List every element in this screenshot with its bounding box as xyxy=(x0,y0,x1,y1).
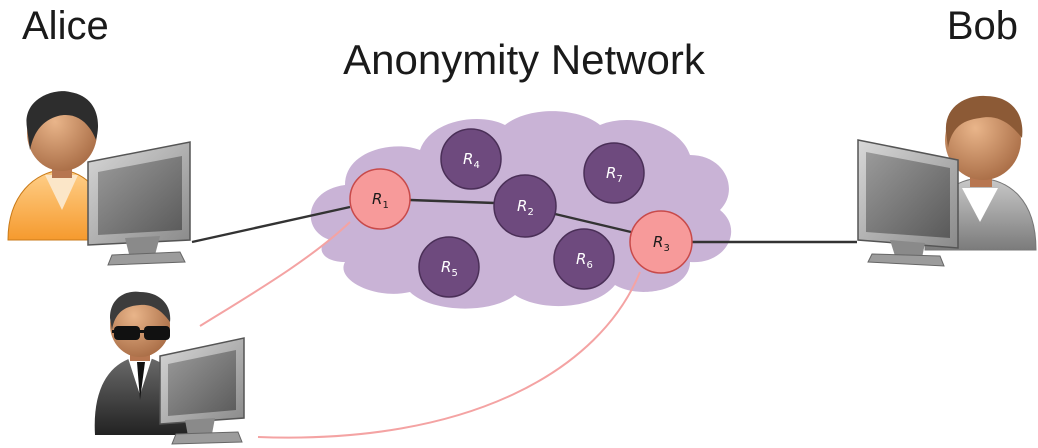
relay-label: R7 xyxy=(606,164,623,185)
relay-node-r1: R1 xyxy=(349,168,411,230)
relay-label: R3 xyxy=(653,233,670,254)
relay-node-r3: R3 xyxy=(629,210,693,274)
alice-user-at-computer-icon xyxy=(7,91,191,266)
relay-node-r2: R2 xyxy=(493,174,557,238)
spy-monitor-icon xyxy=(159,337,245,445)
relay-circle xyxy=(629,210,693,274)
bob-user-at-computer-icon xyxy=(857,95,1037,267)
relay-circle xyxy=(440,128,502,190)
relay-label: R6 xyxy=(576,250,593,271)
relay-node-r7: R7 xyxy=(583,142,645,204)
relay-circle xyxy=(418,236,480,298)
relay-label: R5 xyxy=(441,258,458,279)
bob-label: Bob xyxy=(946,4,1018,48)
relay-label: R1 xyxy=(372,190,389,211)
relay-node-r4: R4 xyxy=(440,128,502,190)
circuit-path xyxy=(191,198,857,244)
spy-at-computer-icon xyxy=(94,291,245,445)
relay-node-r5: R5 xyxy=(418,236,480,298)
relay-circle xyxy=(493,174,557,238)
relay-circle xyxy=(553,228,615,290)
alice-monitor-icon xyxy=(87,141,191,266)
network-title: Anonymity Network xyxy=(343,36,705,83)
relay-circle xyxy=(349,168,411,230)
relay-label: R4 xyxy=(463,150,480,171)
relay-circle xyxy=(583,142,645,204)
alice-label: Alice xyxy=(22,4,109,48)
relay-node-r6: R6 xyxy=(553,228,615,290)
observer-link-r3 xyxy=(257,271,641,439)
bob-monitor-icon xyxy=(857,139,959,267)
relay-label: R2 xyxy=(517,197,534,218)
observer-link-r1 xyxy=(199,221,351,327)
